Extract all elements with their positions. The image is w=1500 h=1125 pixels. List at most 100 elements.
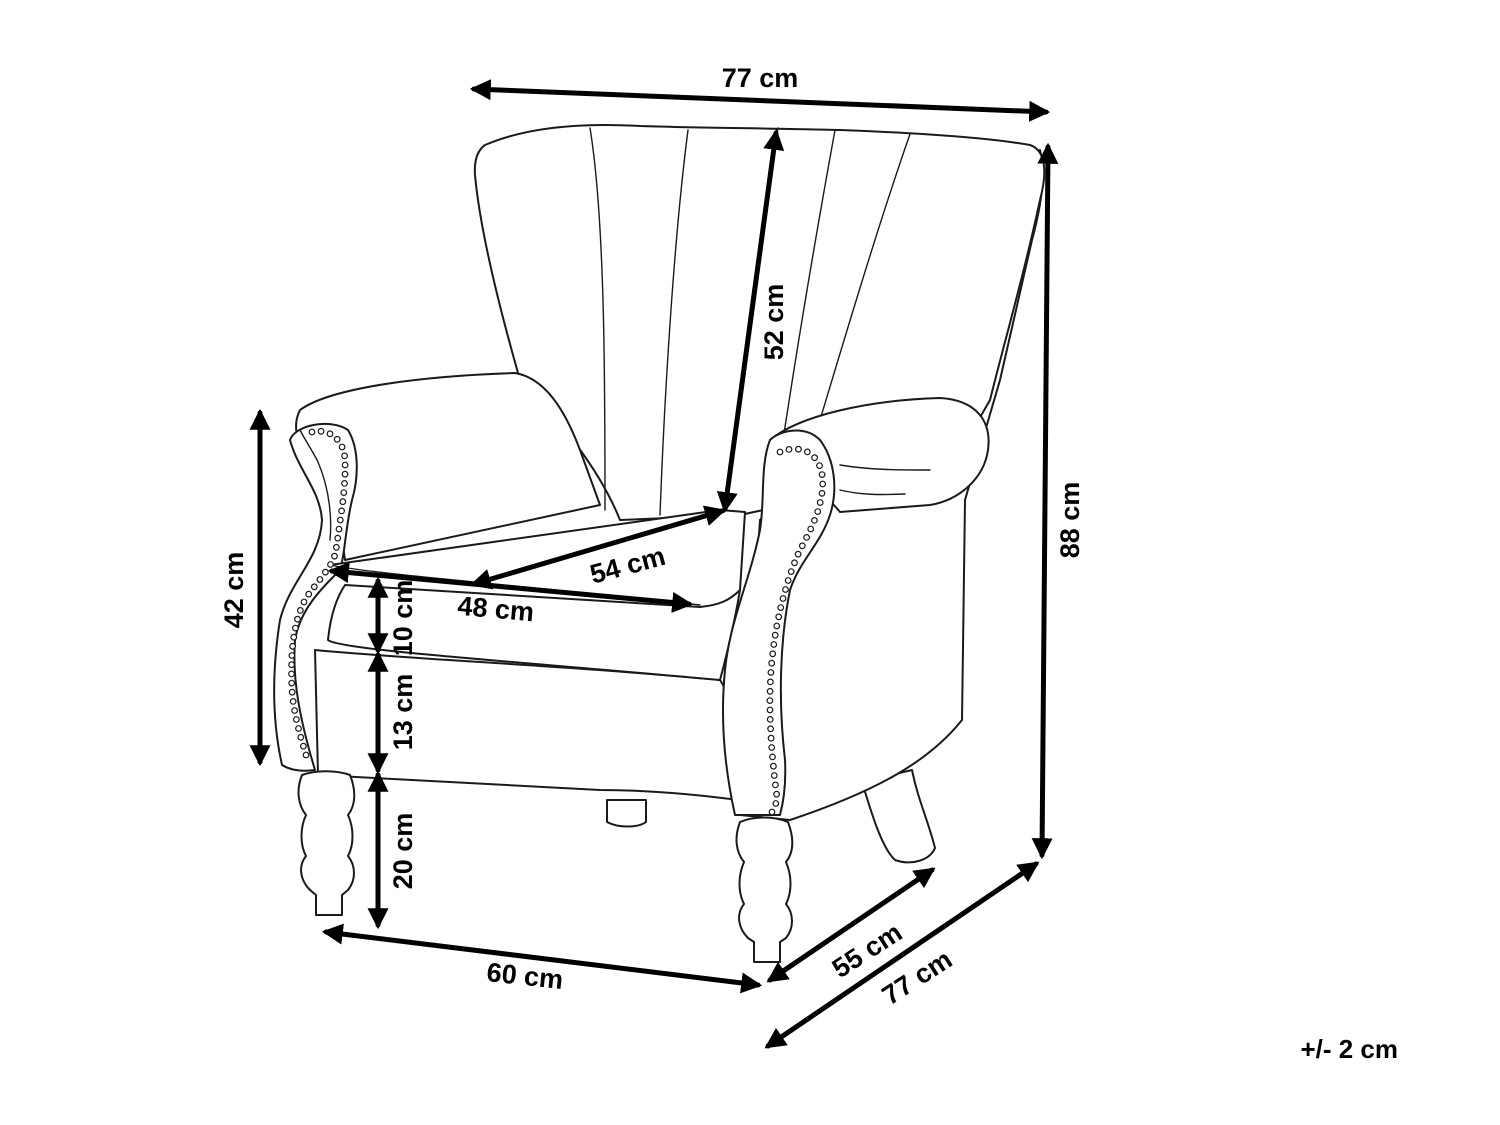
nailhead xyxy=(290,633,298,641)
label-back-height: 52 cm xyxy=(759,284,789,361)
nailhead xyxy=(767,725,774,733)
nailhead xyxy=(766,716,774,723)
nailhead xyxy=(288,670,295,678)
nailhead xyxy=(341,470,349,478)
dim-line-total-depth xyxy=(764,861,1040,1049)
armrest-right-front xyxy=(722,429,836,816)
nailhead xyxy=(288,661,296,669)
nailhead xyxy=(297,607,304,614)
nailhead xyxy=(327,561,334,568)
nailhead xyxy=(289,642,297,650)
nailhead xyxy=(292,624,299,632)
backrest-channel-1 xyxy=(589,127,606,511)
nailhead xyxy=(769,753,776,761)
dimension-lines xyxy=(249,79,1059,1049)
nailhead-trim-left xyxy=(288,427,349,759)
dim-line-top-width xyxy=(469,79,1051,122)
nailhead xyxy=(784,577,792,584)
nailhead xyxy=(773,790,780,798)
armrest-right-inner-2 xyxy=(839,489,906,496)
dim-line-back-height xyxy=(716,128,785,514)
nailhead xyxy=(767,669,775,676)
nailhead xyxy=(816,499,824,506)
nailhead xyxy=(340,489,348,497)
nailhead xyxy=(777,604,785,611)
label-total-height: 88 cm xyxy=(1055,482,1085,559)
nailhead xyxy=(772,800,780,807)
nailhead xyxy=(288,652,296,659)
label-cushion-height: 10 cm xyxy=(388,580,418,657)
dimension-labels: 77 cm 52 cm 88 cm 42 cm 54 cm 48 cm 10 c… xyxy=(219,63,1398,1064)
nailhead xyxy=(811,454,818,462)
nailhead xyxy=(794,550,802,558)
nailhead xyxy=(819,480,827,488)
nailhead xyxy=(803,534,810,541)
nailhead xyxy=(338,507,346,515)
seat-base xyxy=(314,649,739,801)
nailhead xyxy=(294,615,301,623)
nailhead xyxy=(289,698,297,705)
back-leg-center xyxy=(606,799,647,828)
nailhead xyxy=(807,525,815,533)
nailhead xyxy=(771,631,779,639)
backrest-channel-4 xyxy=(779,129,836,461)
nailhead xyxy=(335,525,343,533)
nailhead xyxy=(316,576,324,583)
label-top-width: 77 cm xyxy=(722,63,799,93)
nailhead xyxy=(785,446,793,453)
label-leg-height: 20 cm xyxy=(388,813,418,890)
nailhead xyxy=(767,678,774,686)
nailhead xyxy=(336,516,344,524)
nailhead xyxy=(322,568,329,576)
label-seat-width: 48 cm xyxy=(456,591,535,628)
nailhead xyxy=(791,559,798,567)
nailhead xyxy=(818,471,826,479)
nailhead xyxy=(766,706,774,714)
nailhead xyxy=(768,808,776,816)
nailhead xyxy=(766,687,774,695)
nailhead xyxy=(341,480,348,487)
nailhead xyxy=(302,751,310,759)
nailhead xyxy=(767,734,775,742)
nailhead xyxy=(770,641,778,648)
nailhead xyxy=(814,508,822,516)
back-leg-right xyxy=(861,769,936,864)
nailhead xyxy=(811,517,818,524)
nailhead xyxy=(288,679,296,687)
front-leg-right xyxy=(735,816,794,963)
nailhead xyxy=(787,568,795,575)
nailhead xyxy=(795,445,802,453)
nailhead xyxy=(300,742,307,750)
armrest-left-piping xyxy=(299,429,332,541)
nailhead xyxy=(773,622,781,630)
nailhead xyxy=(769,650,777,658)
nailhead xyxy=(818,489,826,497)
nailhead xyxy=(775,613,783,621)
nailhead xyxy=(770,772,778,779)
nailhead xyxy=(779,595,787,602)
backrest-channel-5 xyxy=(819,133,911,421)
dim-line-seat-width xyxy=(327,562,694,613)
dim-line-total-height xyxy=(1031,142,1059,860)
nailhead xyxy=(798,542,806,550)
label-armrest-height: 42 cm xyxy=(219,552,249,629)
nailhead xyxy=(291,707,299,714)
nailhead xyxy=(297,733,305,741)
front-leg-left xyxy=(297,770,356,916)
nailhead xyxy=(305,590,313,598)
nailhead xyxy=(300,598,308,606)
nailhead xyxy=(295,725,302,732)
nailhead xyxy=(334,534,342,542)
nailhead xyxy=(782,586,789,593)
label-seat-base-height: 13 cm xyxy=(388,674,418,751)
nailhead xyxy=(308,428,316,436)
tolerance-note: +/- 2 cm xyxy=(1300,1034,1398,1064)
nailhead xyxy=(339,498,347,506)
nailhead xyxy=(768,744,776,751)
armrest-right-inner xyxy=(839,464,931,471)
nailhead xyxy=(333,543,340,551)
nailhead xyxy=(333,435,341,443)
nailhead xyxy=(772,781,779,789)
nailhead xyxy=(293,716,300,723)
